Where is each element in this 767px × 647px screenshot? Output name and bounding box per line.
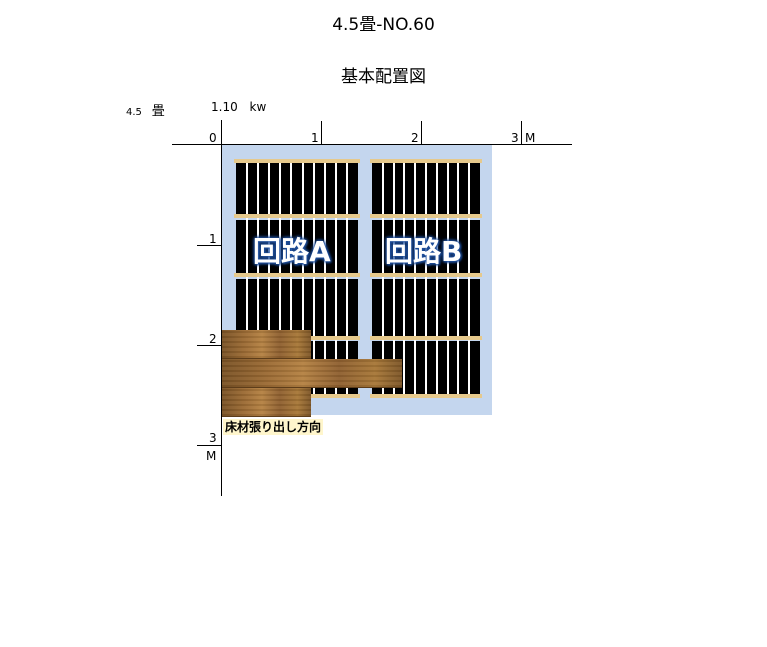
panel-stripe — [257, 162, 259, 396]
panel-stripe — [468, 162, 470, 396]
panel-rail — [234, 273, 360, 277]
panel-stripes-b — [372, 162, 480, 396]
x-label-3: 3 — [511, 131, 519, 145]
room-size-value: 4.5 — [126, 107, 142, 118]
panel-stripe — [447, 162, 449, 396]
power-rating: 1.10 kw — [211, 100, 266, 114]
power-unit: kw — [249, 100, 267, 114]
heating-panel — [236, 162, 358, 216]
room-size-unit: 畳 — [151, 104, 165, 119]
panel-rail — [234, 214, 360, 218]
y-axis-line — [221, 120, 222, 496]
y-tick-3 — [197, 445, 221, 446]
y-label-3: 3 — [209, 431, 217, 445]
panel-stripe — [457, 162, 459, 396]
y-unit-label: M — [206, 449, 217, 463]
x-tick-3 — [521, 121, 522, 145]
panel-stripe — [414, 162, 416, 396]
x-label-2: 2 — [411, 131, 419, 145]
y-label-2: 2 — [209, 332, 217, 346]
panel-stripe — [335, 162, 337, 396]
flooring-plank — [222, 388, 311, 417]
panel-stripe — [313, 162, 315, 396]
panel-rail — [370, 394, 482, 398]
panel-stripe — [346, 162, 348, 396]
circuit-a-label: 回路A — [253, 235, 331, 268]
panel-rail — [370, 273, 482, 277]
panel-rail — [370, 214, 482, 218]
diagram-subtitle: 基本配置図 — [341, 67, 426, 87]
room-size: 4.5 畳 — [126, 100, 165, 119]
x-tick-1 — [321, 121, 322, 145]
diagram-title: 4.5畳-NO.60 — [332, 15, 435, 35]
panel-stripe — [290, 162, 292, 396]
x-unit-label: M — [525, 131, 536, 145]
circuit-b-label: 回路B — [385, 235, 463, 268]
heating-panel — [236, 279, 358, 338]
panel-stripe — [382, 162, 384, 396]
panel-stripe — [302, 162, 304, 396]
panel-rail — [370, 159, 482, 163]
panel-stripe — [279, 162, 281, 396]
power-value: 1.10 — [211, 100, 238, 114]
x-label-1: 1 — [311, 131, 319, 145]
x-tick-2 — [421, 121, 422, 145]
x-label-0: 0 — [209, 131, 217, 145]
x-axis-line — [172, 144, 572, 145]
y-tick-1 — [197, 245, 221, 246]
panel-stripe — [268, 162, 270, 396]
heating-panel — [236, 220, 358, 275]
flooring-direction-label: 床材張り出し方向 — [223, 419, 324, 435]
panel-stripe — [393, 162, 395, 396]
flooring-plank — [222, 330, 311, 359]
panel-stripes-a — [236, 162, 358, 396]
flooring-plank — [222, 359, 402, 388]
panel-stripe — [246, 162, 248, 396]
panel-stripe — [436, 162, 438, 396]
panel-stripe — [403, 162, 405, 396]
panel-rail — [370, 336, 482, 340]
panel-stripe — [324, 162, 326, 396]
panel-stripe — [425, 162, 427, 396]
y-tick-2 — [197, 345, 221, 346]
panel-rail — [234, 159, 360, 163]
y-label-1: 1 — [209, 232, 217, 246]
